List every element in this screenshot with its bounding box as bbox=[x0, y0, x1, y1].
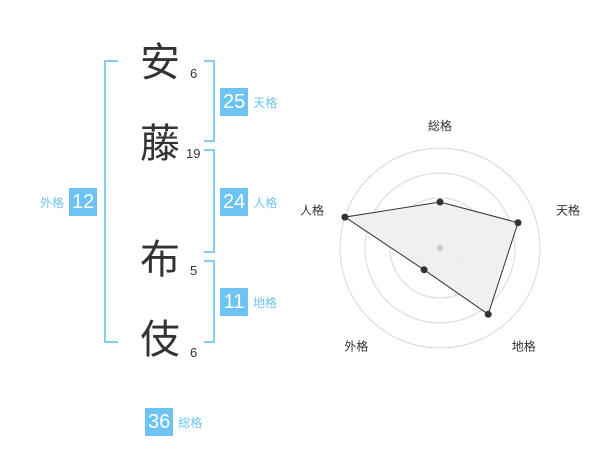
gaikaku-value: 12 bbox=[69, 188, 98, 216]
name-char-4: 伎 bbox=[140, 317, 180, 363]
jinkaku-value: 24 bbox=[220, 188, 249, 216]
tenkaku-value: 25 bbox=[220, 88, 249, 116]
chikaku-label: 地格 bbox=[253, 295, 278, 310]
radar-point-3 bbox=[484, 310, 492, 318]
tenkaku-badge: 25 天格 bbox=[220, 88, 277, 116]
chikaku-value: 11 bbox=[220, 288, 248, 316]
chikaku-bracket bbox=[204, 260, 215, 343]
stroke-count-2: 19 bbox=[186, 146, 201, 161]
radar-data-area bbox=[343, 201, 519, 316]
tenkaku-bracket bbox=[204, 60, 215, 142]
gaikaku-label: 外格 bbox=[40, 195, 65, 210]
radar-axis-label-3: 地格 bbox=[512, 339, 536, 354]
radar-point-4 bbox=[420, 266, 428, 274]
radar-axis-label-5: 人格 bbox=[300, 202, 324, 217]
radar-point-5 bbox=[341, 213, 349, 221]
gaikaku-bracket bbox=[104, 60, 118, 343]
radar-grid-ring-4 bbox=[339, 147, 541, 349]
radar-point-1 bbox=[436, 198, 444, 206]
name-char-2: 藤 bbox=[140, 121, 180, 167]
radar-axis-label-1: 総格 bbox=[428, 118, 452, 133]
stroke-count-3: 5 bbox=[190, 263, 198, 278]
radar-grid-ring-3 bbox=[364, 172, 516, 324]
chikaku-badge: 11 地格 bbox=[220, 288, 277, 316]
radar-center-dot bbox=[436, 244, 444, 252]
radar-point-2 bbox=[514, 219, 522, 227]
radar-axis-label-2: 天格 bbox=[556, 202, 580, 217]
jinkaku-bracket bbox=[204, 149, 215, 253]
tenkaku-label: 天格 bbox=[253, 95, 278, 110]
radar-axis-label-4: 外格 bbox=[344, 339, 368, 354]
jinkaku-badge: 24 人格 bbox=[220, 188, 277, 216]
soukaku-label: 総格 bbox=[178, 415, 203, 430]
soukaku-value: 36 bbox=[145, 408, 174, 436]
stroke-count-1: 6 bbox=[190, 66, 198, 81]
gaikaku-badge: 外格 12 bbox=[40, 188, 98, 216]
soukaku-badge: 36 総格 bbox=[145, 408, 202, 436]
name-char-3: 布 bbox=[140, 237, 180, 283]
jinkaku-label: 人格 bbox=[253, 195, 278, 210]
name-char-1: 安 bbox=[140, 40, 180, 86]
stroke-count-4: 6 bbox=[190, 345, 198, 360]
